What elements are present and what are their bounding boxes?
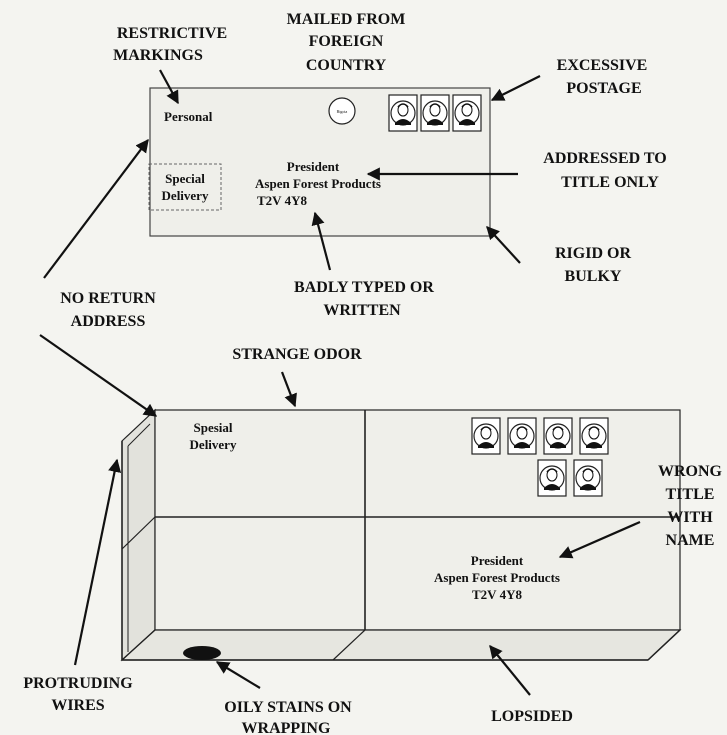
stamp-icon [507, 417, 537, 455]
label-strange-odor: STRANGE ODOR [232, 346, 362, 363]
package-special-line-1: Spesial [193, 420, 232, 435]
arrow-oily [215, 661, 261, 689]
package-address-line-1: President [471, 553, 524, 568]
special-delivery-line-2: Delivery [162, 188, 209, 203]
envelope-address: President Aspen Forest Products T2V 4Y8 [255, 159, 381, 208]
envelope-stamps [388, 94, 482, 132]
arrow-wrong-title [558, 520, 641, 559]
package-left-face [121, 408, 156, 662]
label-no-return-line-2: ADDRESS [71, 313, 146, 330]
stamp-icon [388, 94, 418, 132]
arrow-protruding [73, 458, 122, 666]
package-special-line-2: Delivery [190, 437, 237, 452]
label-restrictive-line-2: MARKINGS [113, 47, 203, 64]
arrow-no-return-1 [43, 138, 149, 279]
callout-arrows [39, 69, 641, 696]
arrow-restrictive [159, 69, 179, 105]
label-rigid-bulky: RIGID OR BULKY [555, 245, 631, 285]
address-line-2: Aspen Forest Products [255, 176, 381, 191]
stamp-icon [579, 417, 609, 455]
envelope: Personal Special Delivery Bigota Preside… [148, 87, 491, 237]
stamp-icon [471, 417, 501, 455]
stamp-icon [543, 417, 573, 455]
label-protruding-wires: PROTRUDING WIRES [23, 675, 133, 714]
label-badly-line-1: BADLY TYPED OR [294, 279, 434, 296]
label-wrong-title: WRONG TITLE WITH NAME [658, 463, 723, 549]
label-title-only-line-1: ADDRESSED TO [543, 150, 666, 167]
label-foreign-line-1: MAILED FROM [287, 11, 406, 28]
label-lopsided: LOPSIDED [491, 708, 573, 725]
label-excessive-postage: EXCESSIVE POSTAGE [557, 57, 648, 97]
postmark-text: Bigota [337, 109, 348, 114]
label-foreign-line-3: COUNTRY [306, 57, 387, 74]
stamp-icon [420, 94, 450, 132]
label-wrong-title-line-4: NAME [666, 532, 715, 549]
arrow-no-return-2 [39, 334, 158, 417]
label-protruding-line-2: WIRES [51, 697, 104, 714]
special-delivery-box: Special Delivery [148, 163, 222, 211]
special-delivery-line-1: Special [165, 171, 205, 186]
label-wrong-title-line-3: WITH [667, 509, 713, 526]
label-badly-typed: BADLY TYPED OR WRITTEN [294, 279, 434, 319]
label-wrong-title-line-2: TITLE [666, 486, 715, 503]
arrow-badly-typed [311, 211, 332, 271]
label-protruding-line-1: PROTRUDING [23, 675, 133, 692]
label-addressed-title-only: ADDRESSED TO TITLE ONLY [543, 150, 666, 191]
address-line-3: T2V 4Y8 [257, 193, 307, 208]
personal-marking: Personal [164, 109, 213, 124]
label-no-return-address: NO RETURN ADDRESS [60, 290, 156, 330]
label-restrictive-markings: RESTRICTIVE MARKINGS [113, 25, 227, 64]
label-rigid-line-2: BULKY [565, 268, 622, 285]
oily-stain [183, 646, 221, 660]
label-postage-line-1: EXCESSIVE [557, 57, 648, 74]
label-restrictive-line-1: RESTRICTIVE [117, 25, 227, 42]
label-title-only-line-2: TITLE ONLY [561, 174, 659, 191]
label-oily-line-1: OILY STAINS ON [224, 699, 352, 716]
package-address-line-3: T2V 4Y8 [472, 587, 522, 602]
label-rigid-line-1: RIGID OR [555, 245, 631, 262]
foreign-postmark: Bigota [328, 97, 356, 125]
stamp-icon [573, 459, 603, 497]
stamp-icon [452, 94, 482, 132]
label-oily-line-2: WRAPPING [242, 720, 331, 735]
label-foreign-line-2: FOREIGN [309, 33, 384, 50]
package-address: President Aspen Forest Products T2V 4Y8 [434, 553, 560, 602]
arrow-postage [490, 75, 541, 101]
arrow-odor [280, 371, 297, 408]
arrow-lopsided [489, 644, 531, 696]
label-wrong-title-line-1: WRONG [658, 463, 723, 480]
label-postage-line-2: POSTAGE [566, 80, 641, 97]
label-mailed-foreign: MAILED FROM FOREIGN COUNTRY [287, 11, 406, 74]
package-address-line-2: Aspen Forest Products [434, 570, 560, 585]
address-line-1: President [287, 159, 340, 174]
label-badly-line-2: WRITTEN [323, 302, 401, 319]
stamp-icon [537, 459, 567, 497]
label-no-return-line-1: NO RETURN [60, 290, 156, 307]
package: Spesial Delivery President Aspen Forest … [120, 408, 682, 662]
arrow-rigid [486, 226, 521, 264]
package-special-delivery: Spesial Delivery [190, 420, 237, 452]
label-oily-stains: OILY STAINS ON WRAPPING [224, 699, 352, 735]
